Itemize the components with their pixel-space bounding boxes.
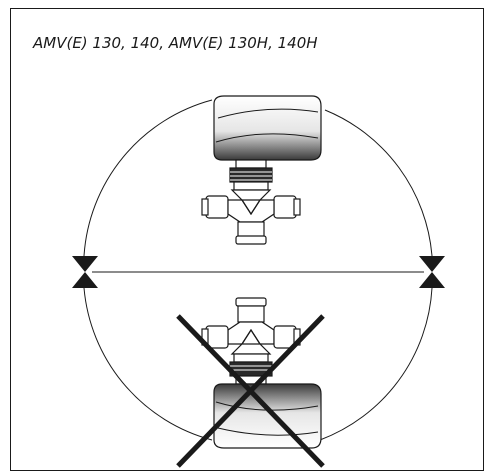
valve-symbol-right bbox=[419, 256, 445, 288]
figure-caption: AMV(E) 130, 140, AMV(E) 130H, 140H bbox=[33, 34, 318, 52]
prohibited-cross-icon bbox=[176, 314, 325, 468]
arc-upper-right bbox=[324, 109, 433, 257]
arc-lower-right bbox=[319, 287, 433, 441]
actuator-housing-up bbox=[213, 95, 322, 161]
rotation-arcs bbox=[83, 99, 433, 441]
valve-actuator-upright bbox=[201, 95, 322, 245]
arc-upper-left bbox=[83, 99, 213, 257]
valve-symbol-left bbox=[72, 256, 98, 288]
actuator-housing-down bbox=[213, 383, 322, 449]
arc-lower-left bbox=[83, 287, 213, 441]
